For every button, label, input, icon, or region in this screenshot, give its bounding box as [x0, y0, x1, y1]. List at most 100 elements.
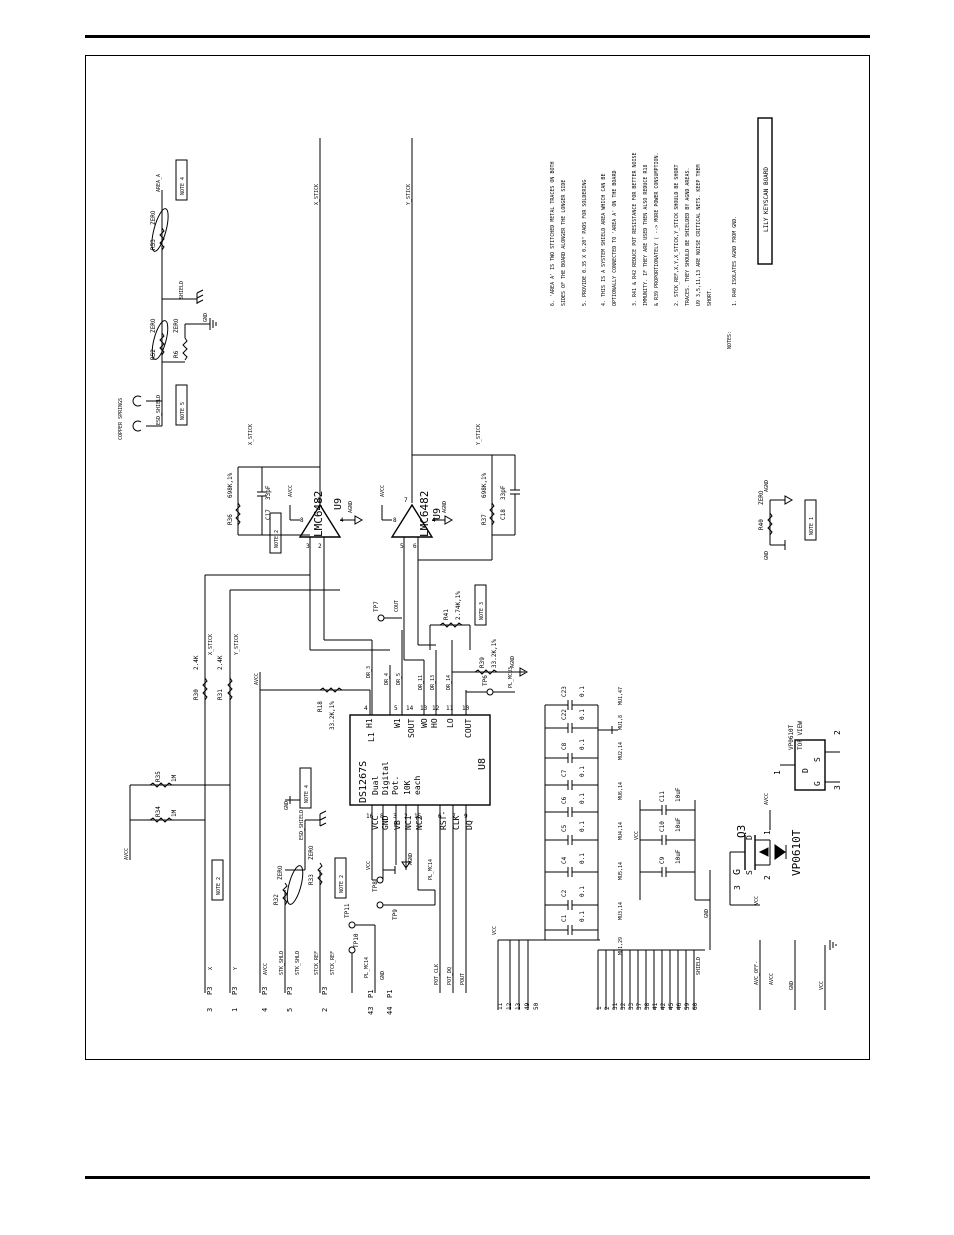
c2-ref: C2: [561, 889, 568, 897]
c18-ref: C18: [500, 509, 507, 520]
net-y-stick-top: Y_STICK: [406, 184, 412, 205]
u9a-pin-8: 8: [300, 517, 304, 524]
note-2-box-b: [211, 859, 224, 901]
p1-pin-44: 44: [386, 1007, 394, 1015]
net-vcc-bottom: GND: [789, 981, 795, 990]
p1-gnd-46: 46: [676, 1002, 683, 1010]
u8-pin-w1: W1: [393, 718, 402, 728]
r41-ref: R41: [443, 609, 450, 620]
r6-body: [182, 337, 188, 361]
note-4-label-top: NOTE 4: [180, 177, 186, 195]
net-pot-clk: POT_DQ: [447, 967, 453, 985]
notes-block: NOTES: 1. R40 ISOLATES AGND FROM GND. 2.…: [550, 152, 738, 349]
note-1-box: [804, 499, 817, 541]
c7-ref: C7: [561, 769, 568, 777]
pot-dr11: DR_11: [418, 675, 424, 690]
u8-pin-wo: WO: [420, 718, 429, 728]
q3-num-2: 2: [763, 875, 772, 880]
note-line-10: OPTIONALLY CONNECTED TO 'AREA A' ON THE …: [612, 171, 618, 306]
u8-pin-clk: CLK: [452, 815, 461, 830]
p3-pin-2: 2: [321, 1008, 329, 1012]
p3-conn-4: P3: [261, 987, 269, 995]
note-4-box-b: [299, 767, 312, 809]
tp7-label: TP7: [373, 601, 380, 612]
tp9-marker[interactable]: [376, 901, 384, 909]
note-line-4: U9 3,5,11,13 ARE NOISE CRITICAL NETS. KE…: [696, 165, 702, 306]
r18-value: 33.2K,1%: [329, 701, 336, 730]
net-shield: SHIELD: [179, 281, 185, 299]
r40-agnd-symbol: [784, 495, 794, 505]
net-y-stick-fb: Y_STICK: [476, 424, 482, 445]
p3-net-stk-shld: STK_SHLD: [295, 951, 301, 975]
c17-value: 33pF: [265, 485, 272, 500]
r52-value: ZERO: [150, 318, 157, 333]
u9b-pin-8: 8: [393, 517, 397, 524]
p1-vcc-12: 12: [506, 1002, 513, 1010]
schematic-frame: [85, 55, 870, 1060]
p3-net-y: Y: [233, 967, 239, 970]
tp6-marker[interactable]: [486, 688, 494, 696]
net-x-stick-in: X_STICK: [208, 634, 214, 655]
note-line-6: 3. R41 & R42 REDUCE POT RESISTANCE FOR B…: [632, 152, 638, 306]
net-avc-off: AVC_OFF-: [754, 961, 760, 985]
c5-ref: C5: [561, 824, 568, 832]
net-gnd-2: GND: [284, 801, 290, 810]
q3-num-3: 3: [733, 885, 742, 890]
r36-body: [235, 502, 241, 526]
pot-dr13: DR_13: [430, 675, 436, 690]
note-5-box: [175, 384, 188, 426]
caps-10uf-vcc: VCC: [634, 831, 640, 840]
p3-pin-5: 5: [286, 1008, 294, 1012]
p1-vcc-49: 49: [524, 1002, 531, 1010]
r40-ref: R40: [758, 519, 765, 530]
r40-agnd: AGND: [764, 480, 770, 492]
u8-pin-num-16: 16: [366, 813, 374, 820]
bus-mu6-14: MU6,14: [618, 782, 624, 800]
u8-pin-vb: VB: [393, 820, 402, 830]
u8-part-5: 10K: [403, 780, 412, 795]
copper-springs-label: COPPER SPRINGS: [118, 398, 124, 440]
p1-gnd-31: 31: [612, 1002, 619, 1010]
u8-pin-cout: COUT: [464, 719, 473, 738]
tp7-marker[interactable]: [377, 614, 385, 622]
bus-mu1-47: MU1,47: [618, 687, 624, 705]
r6-ref: R6: [173, 350, 180, 358]
p1-conn-44: P1: [386, 990, 394, 998]
u8-pin-rst: RST-: [439, 811, 448, 830]
r39-agnd: AGND: [510, 656, 516, 668]
u8-vcc-label: VCC: [366, 861, 372, 870]
net-pout: COUT: [394, 600, 400, 612]
u8-pin-num-14: 14: [406, 705, 414, 712]
r40-gnd: GND: [764, 551, 770, 560]
p1-gnd-37: 37: [636, 1002, 643, 1010]
u8-pin-l1: L1: [367, 732, 376, 742]
note-line-5: SHORT.: [707, 288, 713, 306]
u8-pin-lo: LO: [446, 718, 455, 728]
cap-c22: C22 0.1: [545, 709, 598, 733]
footer-rule: [85, 1176, 870, 1179]
u8-pin-num-3: 3: [393, 813, 397, 820]
u9a-opamp: [298, 503, 342, 538]
bus-mu5-14: MU5,14: [618, 862, 624, 880]
tp11-label: TP11: [344, 903, 351, 918]
tp8-label: TP8: [372, 881, 379, 892]
u9b-agnd-symbol: [444, 515, 454, 525]
header-rule: [85, 35, 870, 38]
tp11-marker[interactable]: [348, 921, 356, 929]
u9a-pin-2: 2: [318, 543, 322, 550]
c23-value: 0.1: [579, 686, 586, 697]
u8-ref: U8: [477, 758, 488, 770]
net-gnd-q3: GND: [704, 909, 710, 918]
r18-body: [319, 687, 343, 693]
net-stk-shld: STK_SHLD: [279, 951, 285, 975]
p3-pin-4: 4: [261, 1008, 269, 1012]
q3-pin-d: D: [745, 835, 754, 840]
note-line-11: 5. PROVIDE 0.35 X 0.20" PADS FOR SOLDERI…: [582, 180, 588, 306]
c4-ref: C4: [561, 856, 568, 864]
p1-gnd-41: 41: [652, 1002, 659, 1010]
q3-vcc: VCC: [754, 896, 760, 905]
agnd-symbol-u8: [401, 861, 411, 869]
u9a-pin-1: 1: [317, 497, 321, 504]
net-vcc-caps: VCC: [492, 926, 498, 935]
